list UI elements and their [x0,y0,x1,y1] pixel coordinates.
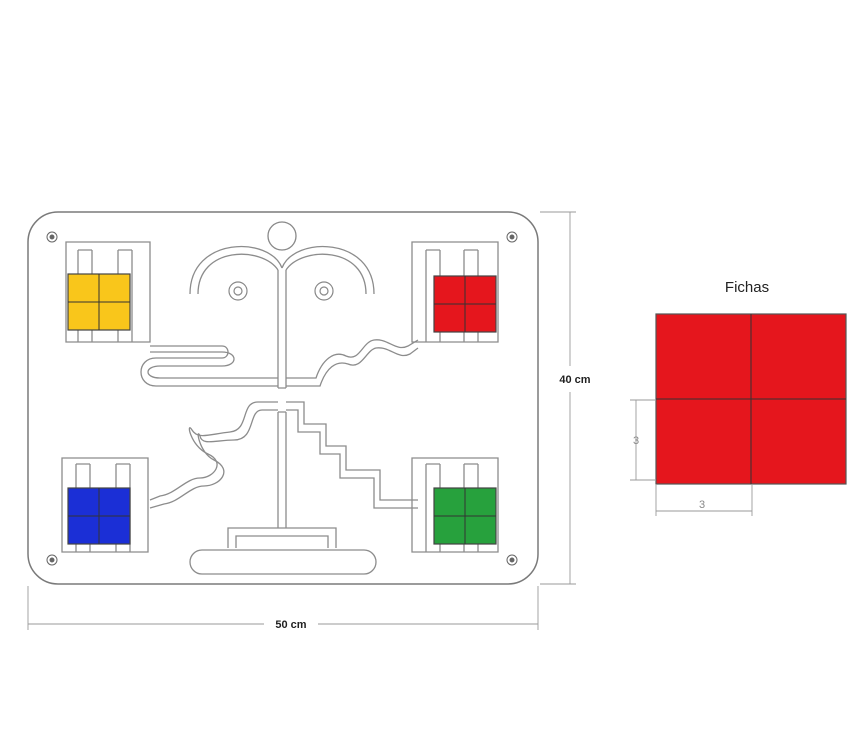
board-outline [27,211,539,585]
pieces-title: Fichas [725,279,769,296]
board-pieces [67,273,497,545]
red-piece [433,275,497,333]
yellow-piece [67,273,131,331]
eyes [228,281,334,301]
blue-piece [67,487,131,545]
large-red-piece [655,313,847,485]
piece-detail [655,313,847,485]
height-label: 40 cm [559,374,590,386]
piece-dimension-vertical: 3 [630,399,656,481]
green-piece [433,487,497,545]
piece-dimension-horizontal: 3 [655,484,753,516]
width-label: 50 cm [275,619,306,631]
height-dimension: 40 cm [540,211,591,585]
width-dimension: 50 cm [27,586,539,631]
maze-grooves [140,245,419,575]
screw-holes [46,231,518,566]
piece-side-label-vertical: 3 [633,435,639,447]
piece-side-label-horizontal: 3 [699,499,705,511]
top-circle [267,221,297,251]
